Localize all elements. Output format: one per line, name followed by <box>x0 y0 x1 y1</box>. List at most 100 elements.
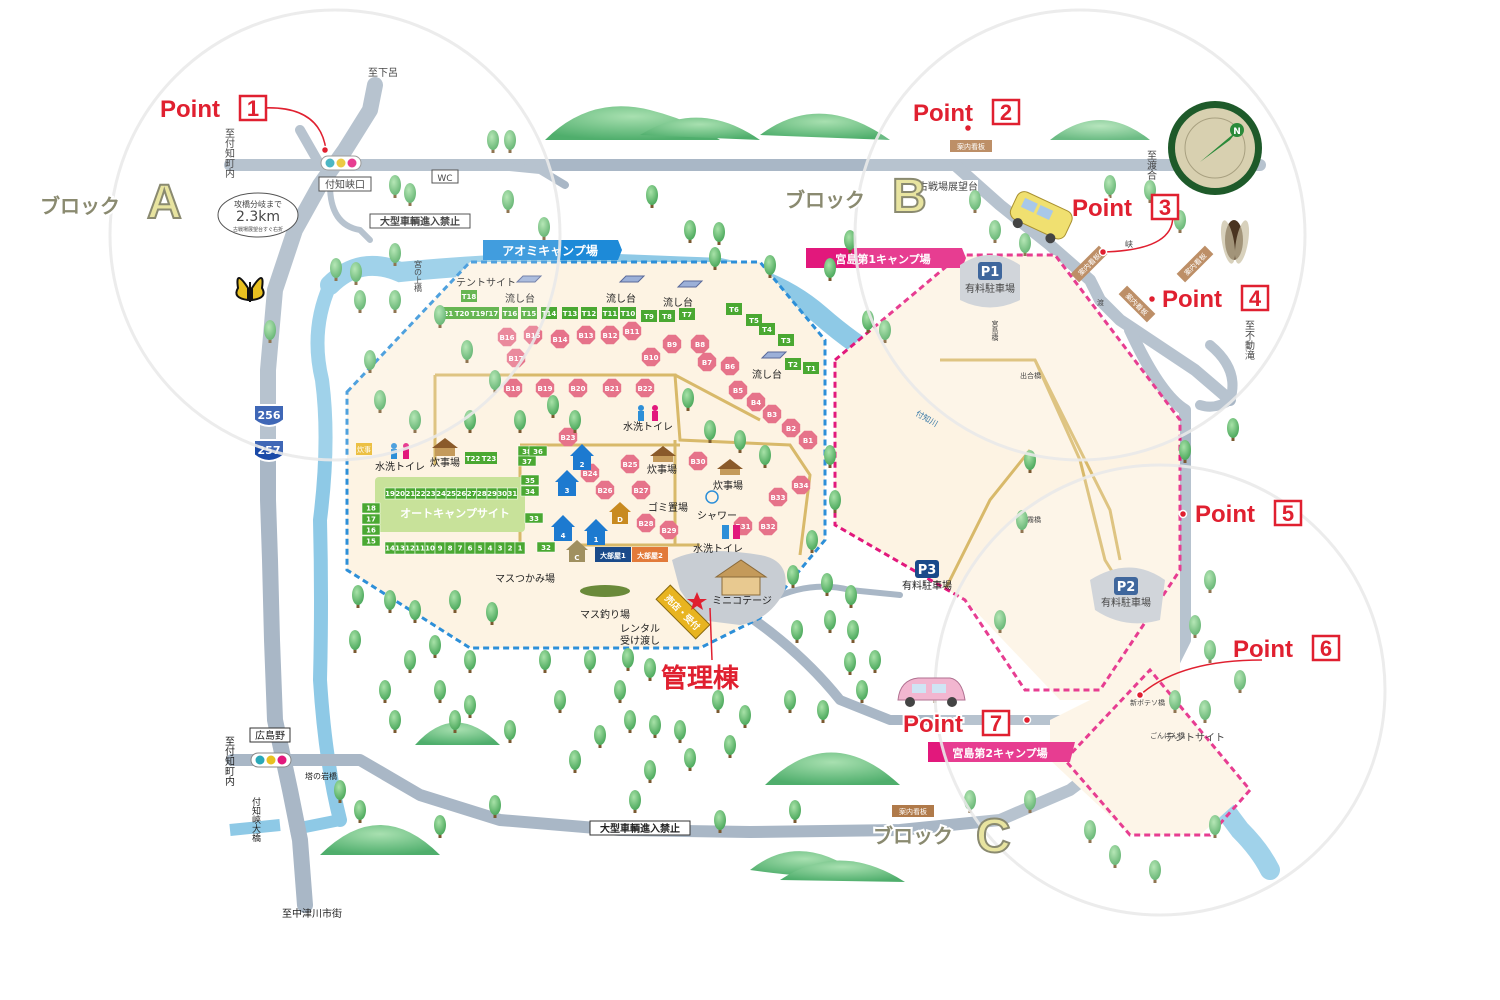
point-number: 7 <box>990 711 1002 736</box>
big-room-1: 大部屋1 <box>595 547 631 562</box>
tree-icon <box>354 800 366 823</box>
big-room-2: 大部屋2 <box>632 547 668 562</box>
auto-site: 23 <box>425 487 437 500</box>
auto-site-label: 26 <box>457 490 467 498</box>
b-site: B21 <box>602 378 622 398</box>
mini-cottage-label: ミニコテージ <box>712 596 772 607</box>
b-site: B3 <box>762 404 782 424</box>
auto-site-label: 31 <box>508 490 518 498</box>
b-site-label: B6 <box>725 363 735 371</box>
masu-catch-label: マスつかみ場 <box>495 572 555 585</box>
kouhou-bubble <box>217 192 299 238</box>
bridge-deai-label: 出合橋 <box>1020 371 1041 380</box>
parking-p1: P1 有料駐車場 <box>960 255 1020 308</box>
b-site: B23 <box>558 427 578 447</box>
kitchen-label-1: 炊事場 <box>430 456 460 469</box>
toilet-label-2: 水洗トイレ <box>623 421 673 433</box>
auto-site-label: 29 <box>487 490 497 498</box>
cabin-c: C <box>566 540 588 562</box>
b-site: B25 <box>620 454 640 474</box>
auto-site-label: 16 <box>366 527 376 535</box>
tree-icon <box>644 760 656 783</box>
auto-site: 21 <box>405 487 416 500</box>
to-fudo-label: 至不動滝 <box>1243 320 1255 360</box>
svg-text:ブロック: ブロック <box>785 188 865 212</box>
b-site-label: B22 <box>637 385 652 393</box>
auto-site-label: 30 <box>497 490 507 498</box>
compass-icon: N <box>1168 101 1262 195</box>
auto-site: 22 <box>415 487 426 500</box>
b-site: B10 <box>641 347 661 367</box>
tree-icon <box>384 590 396 613</box>
tree-icon <box>684 748 696 771</box>
tree-icon <box>784 690 796 713</box>
t-site-label: T15 <box>522 310 537 318</box>
b-site-label: B16 <box>499 334 514 342</box>
svg-text:案内看板: 案内看板 <box>899 807 927 816</box>
miyanoue-bridge-label: 宮の上橋 <box>414 259 423 293</box>
cabin: 2 <box>570 444 594 470</box>
auto-site: 27 <box>466 487 477 500</box>
t-site-label: T4 <box>762 326 772 334</box>
t-site-label: T16 <box>503 310 518 318</box>
b-site: B28 <box>636 513 656 533</box>
point-label: Point <box>1233 636 1293 663</box>
auto-site: 34 <box>520 485 540 497</box>
t-site: T10 <box>620 307 636 319</box>
b-site: B9 <box>662 334 682 354</box>
auto-site: 31 <box>507 487 518 500</box>
auto-site: 37 <box>517 455 537 467</box>
guide-sign-1 <box>950 140 992 152</box>
t-site: T16 <box>502 307 518 319</box>
auto-site: 5 <box>474 541 486 555</box>
rental-label-2: 受け渡し <box>620 634 660 647</box>
auto-site-label: 28 <box>477 490 487 498</box>
auto-site-label: 27 <box>467 490 477 498</box>
b-site-label: B34 <box>793 482 808 490</box>
tree-icon <box>622 648 634 671</box>
b-site-label: B10 <box>643 354 658 362</box>
tree-icon <box>817 700 829 723</box>
van-icon <box>1009 191 1073 244</box>
tree-icon <box>409 600 421 623</box>
tree-icon <box>856 680 868 703</box>
masu-fishing-label: マス釣り場 <box>580 608 630 621</box>
auto-site: 20 <box>394 487 406 500</box>
b-site-label: B8 <box>695 341 705 349</box>
svg-text:大型車輌進入禁止: 大型車輌進入禁止 <box>600 822 680 835</box>
auto-site-label: 23 <box>426 490 436 498</box>
b-site-label: B17 <box>508 355 523 363</box>
t-site-label: T14 <box>542 310 557 318</box>
svg-text:宮島第1キャンプ場: 宮島第1キャンプ場 <box>835 252 930 266</box>
point-number: 1 <box>247 96 259 121</box>
t-site: T9 <box>641 310 657 322</box>
point-label: Point <box>1072 195 1132 222</box>
bridge-asagiri-label: 朝霧橋 <box>1020 515 1041 524</box>
b-site: B14 <box>550 329 570 349</box>
tree-icon <box>569 750 581 773</box>
point-6-marker: Point 6 <box>1135 634 1341 700</box>
b-site: B20 <box>568 378 588 398</box>
t-site-label: T6 <box>729 306 739 314</box>
to-tsukechi-label-top: 至付知町内 <box>223 128 235 179</box>
auto-site-label: 22 <box>416 490 426 498</box>
t-site-label: T20 <box>455 310 470 318</box>
point-number: 6 <box>1320 636 1332 661</box>
b-site-label: B32 <box>760 523 775 531</box>
auto-site-label: 2 <box>508 545 513 553</box>
b-site: B34 <box>791 475 811 495</box>
svg-text:広島野: 広島野 <box>255 729 285 742</box>
t-site-label: T10 <box>621 310 636 318</box>
auto-site-label: 36 <box>533 448 543 456</box>
svg-text:古戦場展望台: 古戦場展望台 <box>918 180 978 193</box>
traffic-light-2 <box>250 752 292 768</box>
tree-icon <box>739 705 751 728</box>
t-site: T11 <box>602 307 618 319</box>
t-site: T22 <box>465 452 481 464</box>
point-number: 4 <box>1249 286 1262 311</box>
tree-icon <box>379 680 391 703</box>
auto-site-label: 9 <box>438 545 443 553</box>
svg-text:ブロック: ブロック <box>40 194 120 218</box>
